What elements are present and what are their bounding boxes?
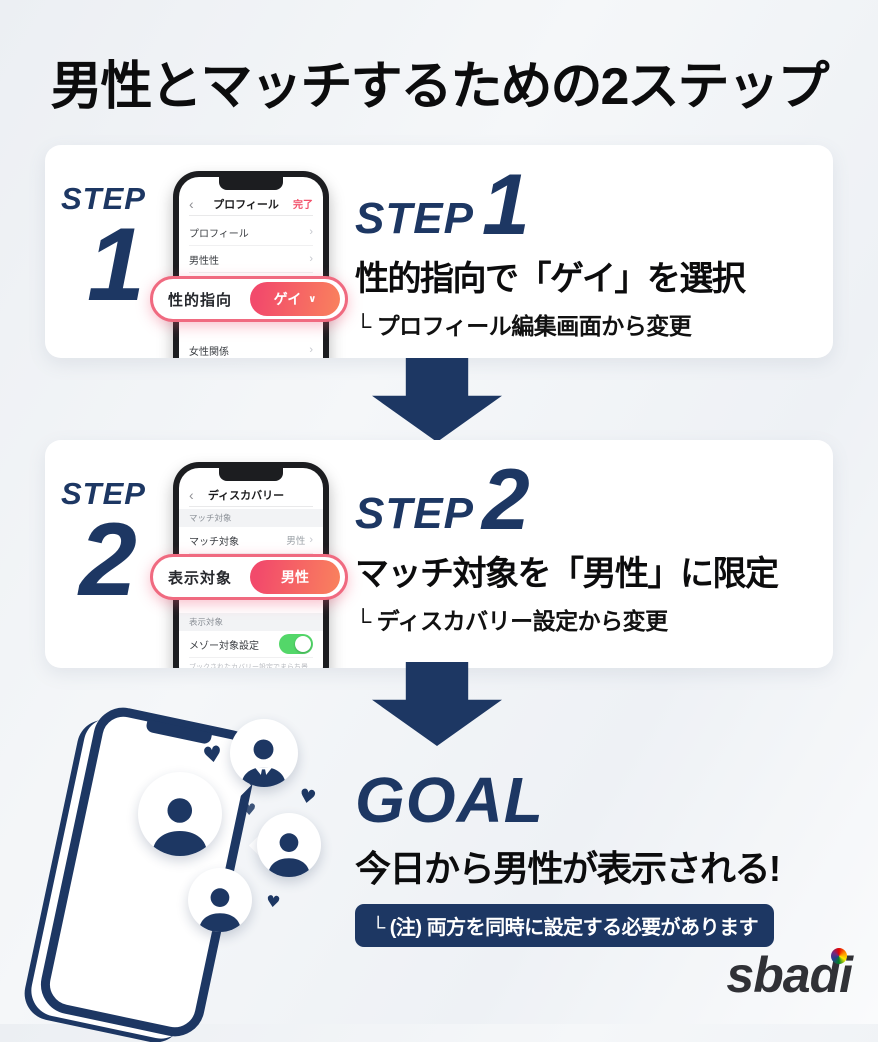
step1-card: STEP 1 ‹ プロフィール 完了 プロフィール › 男性性 xyxy=(45,145,833,358)
step1-side-label: STEP 1 xyxy=(61,181,146,323)
list-item[interactable]: 女性関係 › xyxy=(189,337,313,358)
discovery-screen-title: ディスカバリー xyxy=(207,489,285,502)
back-chevron-icon[interactable]: ‹ xyxy=(189,195,194,212)
list-item-label: 男性性 xyxy=(189,255,219,267)
profile-screen-header: ‹ プロフィール 完了 xyxy=(189,192,313,216)
step1-side-word: STEP xyxy=(61,181,146,216)
avatar xyxy=(257,813,321,877)
person-silhouette-icon xyxy=(152,798,208,856)
section-label: 表示対象 xyxy=(179,613,323,631)
step2-title-line: STEP 2 xyxy=(355,452,825,549)
step1-title-line: STEP 1 xyxy=(355,157,825,254)
avatar xyxy=(188,868,252,932)
gay-option-pill[interactable]: ゲイ ∨ xyxy=(250,282,340,316)
goal-heading: 今日から男性が表示される! xyxy=(355,848,781,889)
toggle-row[interactable]: メゾー対象設定 xyxy=(189,631,313,658)
step1-side-number: 1 xyxy=(87,207,145,323)
settings-caption: ブックされたカバリー設定でまらち景観にある こわそい取のさらと更を確かます。 xyxy=(189,664,308,668)
avatar xyxy=(138,772,222,856)
discovery-screen-header: ‹ ディスカバリー xyxy=(189,483,313,507)
phone-notch xyxy=(219,468,283,481)
display-target-callout[interactable]: 表示対象 男性 xyxy=(150,554,348,600)
step2-side-word: STEP xyxy=(61,476,146,511)
heart-icon: ♥ xyxy=(297,784,318,810)
heart-icon: ♥ xyxy=(242,800,257,819)
person-suit-silhouette-icon xyxy=(241,739,287,787)
list-item-label: プロフィール xyxy=(189,228,249,240)
list-item[interactable]: 男性性 › xyxy=(189,246,313,273)
list-item-value: 男性 xyxy=(286,536,306,547)
phone-notch xyxy=(145,719,213,745)
list-item-label: メゾー対象設定 xyxy=(189,640,259,652)
step1-text-block: STEP 1 性的指向で「ゲイ」を選択 └ プロフィール編集画面から変更 xyxy=(355,157,825,341)
down-arrow-icon xyxy=(372,358,502,442)
step1-phone-mockup: ‹ プロフィール 完了 プロフィール › 男性性 › 性的指向 › xyxy=(173,171,329,358)
step2-heading: マッチ対象を「男性」に限定 xyxy=(355,555,779,593)
step2-card: STEP 2 ‹ ディスカバリー マッチ対象 マッチ対象 男性 › xyxy=(45,440,833,668)
callout-label: 性的指向 xyxy=(168,291,233,309)
step2-number: 2 xyxy=(481,452,530,549)
step1-note: └ プロフィール編集画面から変更 xyxy=(355,313,692,339)
chevron-right-icon: › xyxy=(309,534,313,546)
step2-text-block: STEP 2 マッチ対象を「男性」に限定 └ ディスカバリー設定から変更 xyxy=(355,452,825,636)
heart-icon: ♥ xyxy=(265,891,282,912)
match-target-row[interactable]: マッチ対象 男性 › xyxy=(189,527,313,554)
sexual-orientation-callout[interactable]: 性的指向 ゲイ ∨ xyxy=(150,276,348,322)
profile-list-bottom: 女性関係 › 縁組 › xyxy=(189,337,313,358)
heart-icon: ♥ xyxy=(201,741,225,770)
avatar-suit xyxy=(230,719,298,787)
step2-note: └ ディスカバリー設定から変更 xyxy=(355,608,668,634)
discovery-list-bottom: 表示対象 メゾー対象設定 ブックされたカバリー設定でまらち景観にある こわそい取… xyxy=(179,613,323,668)
pill-value: 男性 xyxy=(281,569,309,585)
chevron-right-icon: › xyxy=(309,253,313,265)
done-button[interactable]: 完了 xyxy=(293,200,313,211)
callout-label: 表示対象 xyxy=(168,569,233,587)
rainbow-dot-icon xyxy=(831,948,847,964)
chevron-down-icon: ∨ xyxy=(308,293,317,305)
brand-logo: sbadi xyxy=(726,946,853,1004)
goal-text-block: GOAL 今日から男性が表示される! └ (注) 両方を同時に設定する必要があり… xyxy=(355,768,835,947)
step1-heading: 性的指向で「ゲイ」を選択 xyxy=(355,260,746,298)
phone-notch xyxy=(219,177,283,190)
goal-label: GOAL xyxy=(355,764,544,836)
step1-phone-screen: ‹ プロフィール 完了 プロフィール › 男性性 › 性的指向 › xyxy=(179,177,323,358)
step1-number: 1 xyxy=(481,157,530,254)
section-label: マッチ対象 xyxy=(179,509,323,527)
list-item-label: 女性関係 xyxy=(189,346,229,358)
person-silhouette-icon xyxy=(268,833,310,877)
toggle-switch-on[interactable] xyxy=(279,634,313,654)
page-title: 男性とマッチするための2ステップ xyxy=(50,58,830,116)
chevron-right-icon: › xyxy=(309,226,313,238)
pill-value: ゲイ xyxy=(273,291,302,307)
step1-word: STEP xyxy=(355,194,474,243)
step2-side-label: STEP 2 xyxy=(61,476,146,618)
goal-note: └ (注) 両方を同時に設定する必要があります xyxy=(371,917,759,939)
profile-screen-title: プロフィール xyxy=(213,198,279,211)
list-item[interactable]: プロフィール › xyxy=(189,219,313,246)
list-item-label: マッチ対象 xyxy=(189,536,239,548)
goal-note-badge: └ (注) 両方を同時に設定する必要があります xyxy=(355,904,775,947)
person-silhouette-icon xyxy=(199,888,241,932)
chevron-right-icon: › xyxy=(309,344,313,356)
male-option-pill[interactable]: 男性 xyxy=(250,560,340,594)
down-arrow-icon xyxy=(372,662,502,746)
back-chevron-icon[interactable]: ‹ xyxy=(189,486,194,503)
step2-word: STEP xyxy=(355,489,474,538)
step2-side-number: 2 xyxy=(79,502,137,618)
